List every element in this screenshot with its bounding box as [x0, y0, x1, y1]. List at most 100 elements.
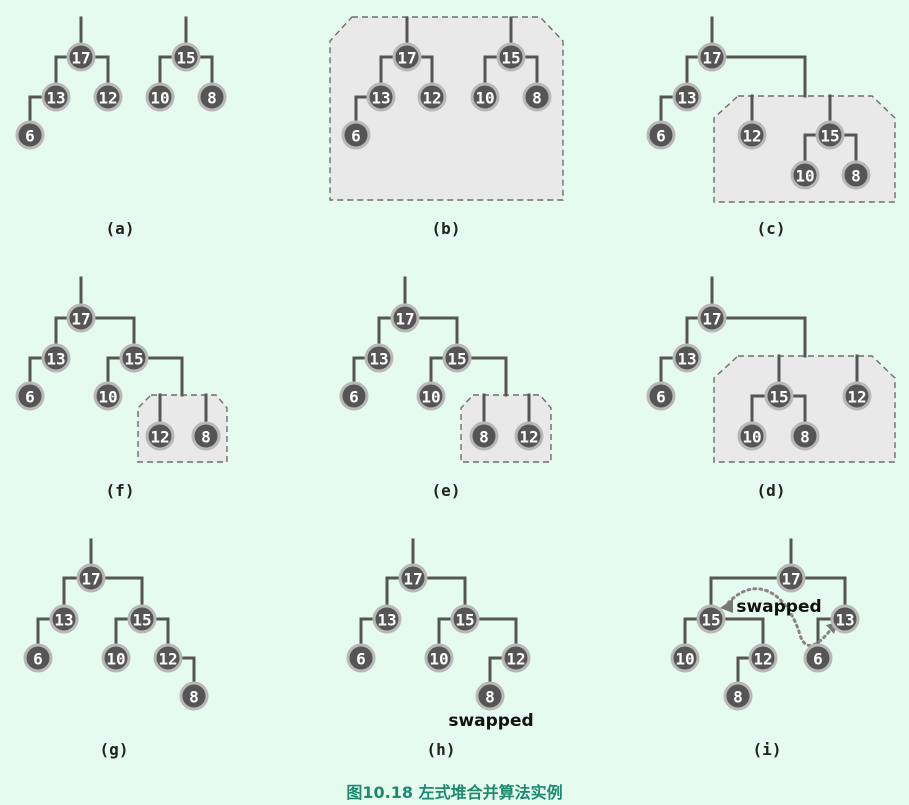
d-node-13-circle — [672, 343, 702, 373]
i-node-12: 12 — [748, 643, 778, 673]
h-node-15-circle — [450, 604, 480, 634]
h-node-8-circle — [475, 681, 505, 711]
b-node-10-circle — [470, 82, 500, 112]
g-node-12-circle — [153, 643, 183, 673]
a-edge-13-6 — [28, 95, 46, 124]
d-node-8: 8 — [790, 421, 820, 451]
h-node-17: 17 — [398, 563, 428, 593]
e-edge-17-15 — [415, 316, 459, 347]
g-edge-13-6 — [36, 617, 54, 647]
g-node-13-label: 13 — [54, 611, 73, 630]
panel-label-f: (f) — [106, 481, 135, 500]
e-node-8-label: 8 — [479, 428, 489, 447]
c-node-8-label: 8 — [851, 167, 861, 186]
b-node-6: 6 — [341, 120, 371, 150]
f-node-8-label: 8 — [201, 428, 211, 447]
f-node-10-circle — [93, 381, 123, 411]
h-node-8-label: 8 — [485, 688, 495, 707]
b-edge-17-12 — [417, 55, 434, 86]
e-node-15-circle — [442, 343, 472, 373]
g-node-12: 12 — [153, 643, 183, 673]
e-node-10: 10 — [416, 381, 446, 411]
a-node-10-label: 10 — [150, 89, 169, 108]
h-node-10-label: 10 — [429, 650, 448, 669]
c-node-10-label: 10 — [795, 167, 814, 186]
e-node-10-circle — [416, 381, 446, 411]
b-node-6-label: 6 — [351, 127, 361, 146]
f-node-12-circle — [145, 421, 175, 451]
f-edge-17-13 — [54, 316, 72, 347]
g-edge-17-13 — [62, 576, 81, 608]
c-edge-15-8 — [840, 133, 858, 164]
g-node-10: 10 — [101, 643, 131, 673]
i-swapped-note: swapped — [736, 597, 821, 617]
f-node-12: 12 — [145, 421, 175, 451]
f-edge-15-merge — [145, 356, 184, 397]
d-node-15-circle — [764, 381, 794, 411]
d-node-10: 10 — [737, 421, 767, 451]
a-node-13: 13 — [41, 82, 71, 112]
i-edge-12-8 — [736, 656, 753, 685]
f-node-8: 8 — [191, 421, 221, 451]
g-node-13-circle — [49, 604, 79, 634]
d-node-8-circle — [790, 421, 820, 451]
a-node-12: 12 — [93, 82, 123, 112]
e-node-12-circle — [514, 421, 544, 451]
h-node-6-circle — [346, 643, 376, 673]
i-node-17-label: 17 — [781, 570, 800, 589]
d-node-10-label: 10 — [742, 428, 761, 447]
e-node-15-label: 15 — [447, 350, 466, 369]
f-node-6: 6 — [15, 381, 45, 411]
c-node-10-circle — [790, 160, 820, 190]
b-node-17: 17 — [392, 42, 422, 72]
a-node-8-label: 8 — [207, 89, 217, 108]
b-edge-15-10 — [483, 55, 502, 86]
panel-label-a: (a) — [106, 219, 135, 238]
h-edge-12-8 — [488, 656, 506, 685]
a-node-13-circle — [41, 82, 71, 112]
d-node-6: 6 — [646, 381, 676, 411]
g-node-8-label: 8 — [189, 688, 199, 707]
a-edge-17-13 — [54, 55, 72, 86]
e-node-12-label: 12 — [519, 428, 538, 447]
e-node-8-circle — [469, 421, 499, 451]
g-node-15: 15 — [127, 604, 157, 634]
f-node-12-label: 12 — [150, 428, 169, 447]
h-node-17-label: 17 — [403, 570, 422, 589]
b-node-12: 12 — [417, 82, 447, 112]
c-node-6-label: 6 — [656, 127, 666, 146]
d-edge-17-13 — [685, 316, 702, 347]
i-node-15-label: 15 — [701, 611, 720, 630]
d-node-12-circle — [842, 381, 872, 411]
i-node-12-circle — [748, 643, 778, 673]
h-node-17-circle — [398, 563, 428, 593]
b-edge-15-8 — [521, 55, 539, 86]
e-node-13-circle — [364, 343, 394, 373]
b-edge-17-13 — [379, 55, 398, 86]
a-node-13-label: 13 — [46, 89, 65, 108]
h-node-13-circle — [372, 604, 402, 634]
i-node-6: 6 — [803, 643, 833, 673]
h-node-10-circle — [424, 643, 454, 673]
e-node-13-label: 13 — [369, 350, 388, 369]
c-edge-15-10 — [803, 133, 821, 164]
f-edge-13-6 — [28, 356, 46, 385]
e-node-13: 13 — [364, 343, 394, 373]
g-node-8: 8 — [179, 681, 209, 711]
c-node-13-label: 13 — [677, 89, 696, 108]
g-node-10-circle — [101, 643, 131, 673]
e-edge-13-6 — [352, 356, 369, 385]
a-node-10-circle — [145, 82, 175, 112]
e-node-12: 12 — [514, 421, 544, 451]
b-node-15: 15 — [496, 42, 526, 72]
i-node-12-label: 12 — [753, 650, 772, 669]
a-edge-17-12 — [92, 55, 110, 86]
f-node-8-circle — [191, 421, 221, 451]
i-node-6-label: 6 — [813, 650, 823, 669]
d-node-12-label: 12 — [847, 388, 866, 407]
d-node-15: 15 — [764, 381, 794, 411]
i-node-13: 13 — [830, 604, 860, 634]
e-node-17: 17 — [390, 303, 420, 333]
i-node-13-label: 13 — [835, 611, 854, 630]
